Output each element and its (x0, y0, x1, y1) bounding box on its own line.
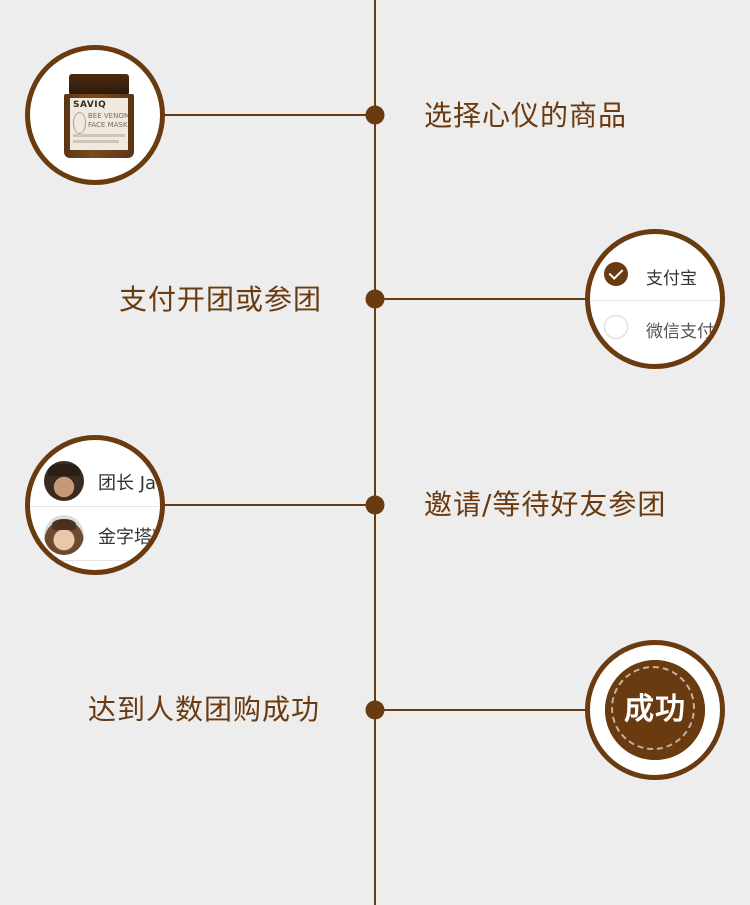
payment-option-label: 支付宝 (646, 269, 697, 289)
radio-unchecked-icon[interactable] (604, 315, 628, 339)
step-4-label: 达到人数团购成功 (88, 693, 321, 726)
avatar (44, 461, 84, 501)
connector-step-2 (375, 298, 655, 300)
step-3-label: 邀请/等待好友参团 (424, 488, 667, 521)
avatar (44, 515, 84, 555)
product-jar-image: SAVIQ BEE VENOM FACE MASK (64, 74, 134, 158)
step-1-label: 选择心仪的商品 (424, 99, 628, 132)
jar-body: SAVIQ BEE VENOM FACE MASK (64, 94, 134, 158)
timeline-line (374, 0, 376, 905)
payment-option-alipay[interactable]: 支付宝 (590, 248, 720, 301)
timeline-dot-step-2 (365, 289, 385, 309)
payment-options-circle: 支付宝 微信支付 (585, 229, 725, 369)
timeline-dot-step-3 (365, 495, 385, 515)
timeline-dot-step-4 (365, 700, 385, 720)
connector-step-4 (375, 709, 655, 711)
member-name: 金字塔料 (98, 527, 165, 548)
jar-fine-print (73, 134, 125, 137)
member-row: 金字塔料 (30, 508, 165, 561)
product-name-line2: FACE MASK (88, 121, 128, 129)
product-image-circle: SAVIQ BEE VENOM FACE MASK (25, 45, 165, 185)
radio-checked-icon[interactable] (604, 262, 628, 286)
connector-step-3 (95, 504, 375, 506)
jar-fine-print (73, 140, 119, 143)
product-brand: SAVIQ (73, 100, 107, 110)
stamp-ring (611, 666, 695, 750)
connector-step-1 (95, 114, 375, 116)
timeline-dot-step-1 (365, 105, 385, 125)
payment-option-wechat[interactable]: 微信支付 (590, 301, 720, 353)
jar-lid (69, 74, 129, 94)
success-stamp-image: 成功 (605, 660, 705, 760)
jar-seal-icon (73, 112, 86, 134)
step-2-label: 支付开团或参团 (119, 283, 323, 316)
stamp-text: 成功 (624, 692, 686, 727)
product-name-line1: BEE VENOM (88, 112, 128, 120)
jar-label: SAVIQ BEE VENOM FACE MASK (70, 98, 128, 150)
member-name: 团长 Ja (98, 473, 157, 494)
success-stamp-circle: 成功 (585, 640, 725, 780)
member-row-leader: 团长 Ja (30, 454, 160, 507)
payment-option-label: 微信支付 (646, 322, 714, 342)
member-row-empty (30, 562, 160, 570)
group-members-circle: 团长 Ja 金字塔料 (25, 435, 165, 575)
